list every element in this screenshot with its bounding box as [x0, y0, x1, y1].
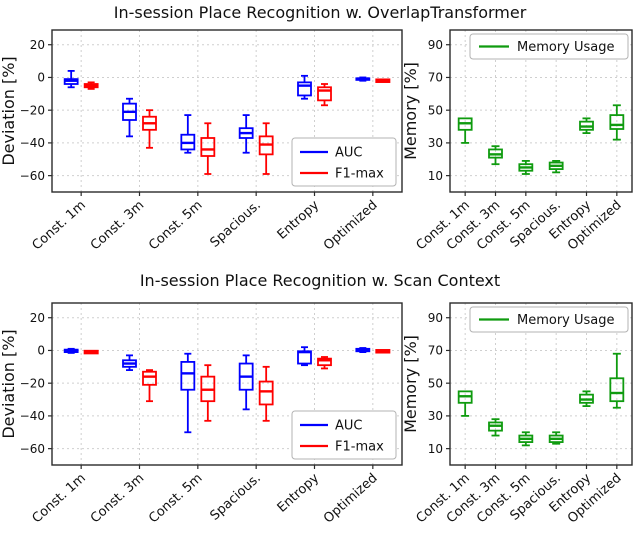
y-axis-label: Deviation [%]	[0, 329, 18, 438]
svg-text:50: 50	[428, 103, 443, 117]
y-tick-labels: 90 70 50 30 10	[428, 311, 443, 456]
axes-frame	[51, 302, 403, 466]
row-title-overlaptransformer: In-session Place Recognition w. OverlapT…	[113, 3, 527, 22]
svg-text:Spacious.: Spacious.	[207, 471, 263, 524]
svg-text:−60: −60	[20, 442, 45, 456]
y-tick-labels: 20 0 −20 −40 −60	[20, 311, 45, 456]
legend: Memory Usage	[469, 306, 629, 333]
boxplot-series-f1-max	[83, 349, 391, 422]
boxplot-series-auc	[63, 346, 371, 434]
y-tick-labels: 90 70 50 30 10	[428, 38, 443, 183]
svg-text:50: 50	[428, 376, 443, 390]
gridlines	[52, 303, 402, 465]
svg-text:70: 70	[428, 71, 443, 85]
svg-text:90: 90	[428, 311, 443, 325]
svg-text:0: 0	[37, 344, 45, 358]
svg-text:Optimized: Optimized	[321, 471, 380, 527]
svg-text:Memory Usage: Memory Usage	[517, 40, 615, 55]
svg-text:Const. 5m: Const. 5m	[146, 198, 205, 254]
svg-text:20: 20	[30, 311, 45, 325]
svg-text:Optimized: Optimized	[321, 198, 380, 254]
y-axis-label: Memory [%]	[401, 335, 420, 433]
svg-text:AUC: AUC	[335, 419, 363, 434]
svg-text:30: 30	[428, 136, 443, 150]
svg-text:Const. 5m: Const. 5m	[146, 471, 205, 527]
y-axis-label: Deviation [%]	[0, 56, 18, 165]
boxplot-series-memory usage	[457, 352, 625, 447]
svg-text:−40: −40	[20, 136, 45, 150]
y-tick-labels: 20 0 −20 −40 −60	[20, 38, 45, 183]
svg-text:Spacious.: Spacious.	[207, 198, 263, 251]
svg-text:Memory Usage: Memory Usage	[517, 313, 615, 328]
axes-frame	[449, 302, 633, 466]
boxplot-series-f1-max	[83, 78, 391, 175]
svg-text:Const. 1m: Const. 1m	[30, 198, 89, 254]
svg-text:Entropy: Entropy	[275, 198, 323, 243]
svg-text:Entropy: Entropy	[275, 471, 323, 516]
svg-text:−40: −40	[20, 409, 45, 423]
boxplot-series-auc	[63, 70, 371, 154]
legend: AUC F1-max	[291, 410, 397, 460]
svg-text:−20: −20	[20, 103, 45, 117]
svg-text:20: 20	[30, 38, 45, 52]
svg-text:0: 0	[37, 71, 45, 85]
svg-text:Const. 3m: Const. 3m	[88, 198, 147, 254]
axes-frame	[449, 29, 633, 193]
row-title-scan-context: In-session Place Recognition w. Scan Con…	[139, 271, 501, 290]
boxplot-series-memory usage	[457, 104, 625, 175]
svg-text:Const. 3m: Const. 3m	[88, 471, 147, 527]
svg-text:10: 10	[428, 169, 443, 183]
svg-text:30: 30	[428, 409, 443, 423]
svg-text:−60: −60	[20, 169, 45, 183]
svg-text:AUC: AUC	[335, 146, 363, 161]
legend: Memory Usage	[469, 33, 629, 60]
svg-text:10: 10	[428, 442, 443, 456]
svg-text:Const. 1m: Const. 1m	[30, 471, 89, 527]
legend: AUC F1-max	[291, 137, 397, 187]
svg-text:70: 70	[428, 344, 443, 358]
svg-text:F1-max: F1-max	[335, 440, 384, 455]
axes-frame	[51, 29, 403, 193]
y-axis-label: Memory [%]	[401, 62, 420, 160]
svg-text:−20: −20	[20, 376, 45, 390]
svg-text:90: 90	[428, 38, 443, 52]
svg-text:F1-max: F1-max	[335, 167, 384, 182]
